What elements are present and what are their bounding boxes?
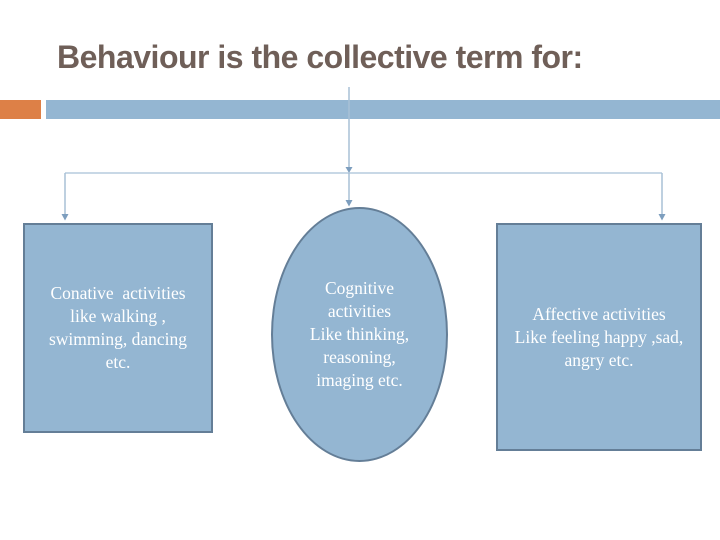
shape-text-line: Cognitive — [324, 278, 395, 298]
arrowhead-ellipse — [345, 200, 353, 207]
shape-text-line: angry etc. — [564, 349, 634, 370]
shape-text-line: swimming, dancing — [48, 329, 188, 349]
arrowhead-left-rect — [61, 214, 69, 221]
arrowhead-branch-junction — [345, 167, 353, 173]
slide-title: Behaviour is the collective term for: — [57, 39, 583, 75]
title-accent-blue-bar — [46, 100, 720, 119]
shape-affective-rectangle: Affective activities Like feeling happy … — [496, 223, 702, 451]
shape-text-line: Like feeling happy ,sad, — [514, 326, 684, 347]
arrowhead-right-rect — [658, 214, 666, 221]
shape-text-line: etc. — [105, 352, 131, 372]
shape-text-line: Conative activities — [50, 283, 186, 303]
shape-text-line: like walking , — [70, 306, 166, 326]
shape-text-line: reasoning, — [323, 347, 396, 367]
shape-cognitive-ellipse: Cognitive activities Like thinking, reas… — [271, 207, 448, 462]
shape-text-line: Like thinking, — [309, 324, 410, 344]
title-accent-orange-block — [0, 100, 41, 119]
shape-text-line: imaging etc. — [316, 370, 403, 390]
shape-conative-rectangle: Conative activities like walking , swimm… — [23, 223, 213, 433]
shape-text-line: Affective activities — [532, 303, 666, 324]
shape-text-line: activities — [327, 301, 392, 321]
